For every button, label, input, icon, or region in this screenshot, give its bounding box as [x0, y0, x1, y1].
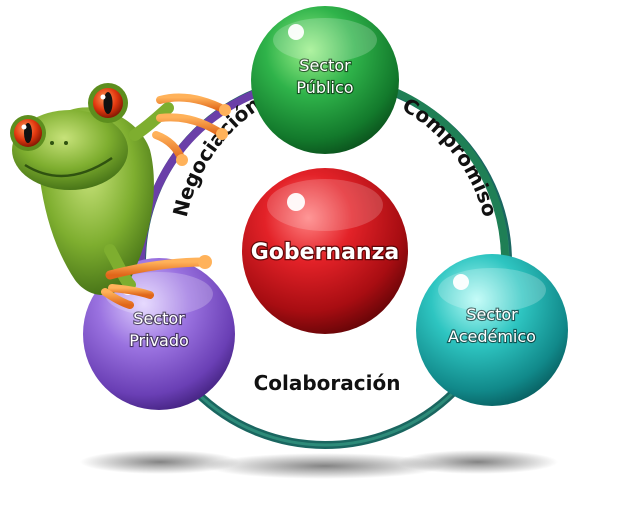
center-label: Gobernanza — [251, 240, 400, 265]
frog-eye-left — [10, 115, 46, 151]
node-sector-academico: Sector Acedémico — [416, 254, 568, 406]
node-label-line1: Sector — [299, 56, 351, 75]
frog-mascot — [10, 83, 231, 309]
node-label-line2: Privado — [129, 331, 189, 350]
frog-hand-upper — [152, 93, 231, 166]
node-label-line1: Sector — [133, 309, 185, 328]
relation-label-colaboracion: Colaboración — [254, 371, 401, 395]
center-sphere: Gobernanza — [242, 168, 408, 334]
frog-hand-pointing — [101, 255, 212, 309]
node-sector-publico: Sector Público — [251, 6, 399, 154]
node-label-line2: Acedémico — [448, 327, 536, 346]
frog-eye-right — [88, 83, 128, 123]
node-label-line1: Sector — [466, 305, 518, 324]
node-label-line2: Público — [296, 78, 353, 97]
floor-shadows — [80, 450, 558, 479]
